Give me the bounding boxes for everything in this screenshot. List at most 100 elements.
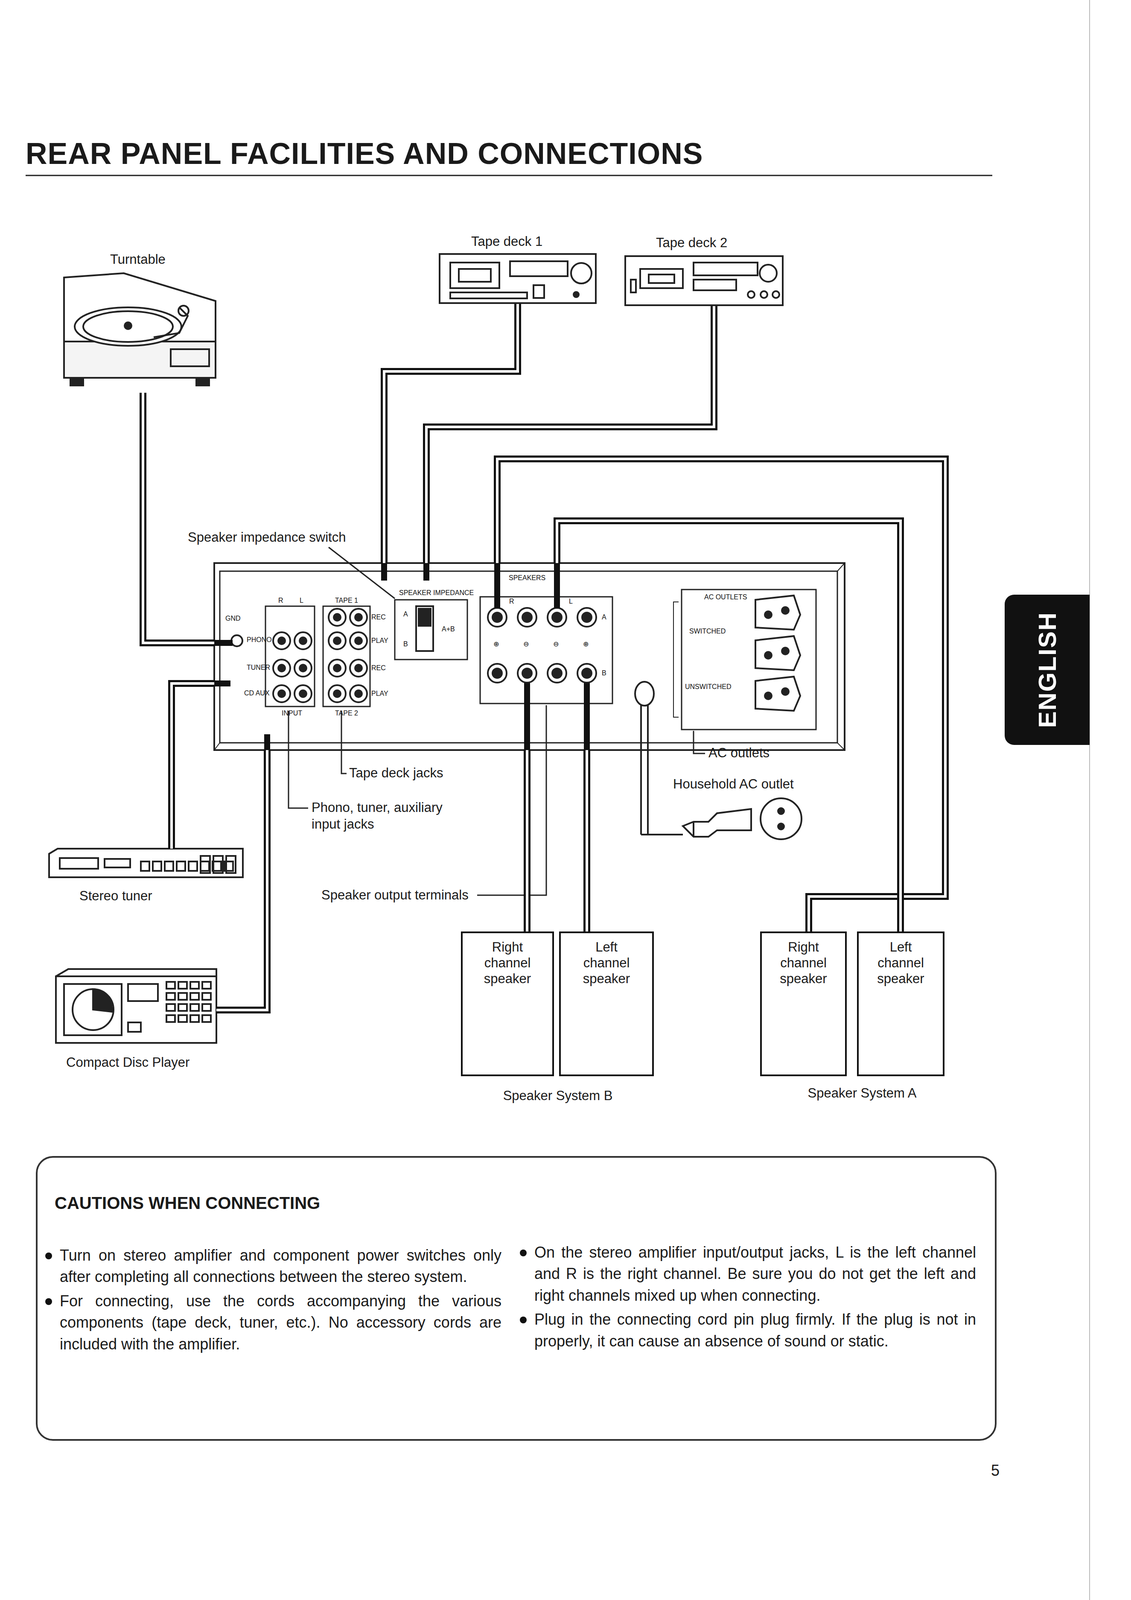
panel-marking: TAPE 1 (335, 596, 359, 605)
panel-marking: B (403, 640, 409, 648)
caution-heading: CAUTIONS WHEN CONNECTING (54, 1192, 321, 1213)
cord-outline (216, 749, 268, 1010)
wire-stubs (423, 562, 430, 581)
rca-jack (349, 632, 368, 650)
panel-marking: ⊕ (582, 640, 589, 648)
cd-player-drawing (55, 968, 217, 1043)
panel-marking: PLAY (371, 689, 389, 698)
ac-outlets-drawing (755, 676, 801, 711)
tape-deck-2-drawing (625, 256, 783, 306)
power-cord-and-plug (760, 798, 802, 840)
rca-jack (294, 659, 312, 677)
tape-deck-2-drawing (625, 256, 783, 306)
turntable-drawing (196, 377, 210, 386)
cd-button (190, 1014, 199, 1022)
panel-marking: L (299, 596, 304, 605)
panel-marking: ⊖ (553, 640, 559, 648)
cord-core (171, 683, 215, 849)
speaker-label: Left channel speaker (560, 938, 653, 987)
speaker-box: Right channel speaker (460, 931, 554, 1076)
amplifier-rear-panel (480, 596, 613, 704)
cord-outline (497, 458, 946, 932)
turntable-drawing (153, 307, 188, 338)
device-label: Tape deck 2 (655, 234, 728, 251)
page-edge-line (1089, 0, 1091, 1600)
tape-deck-1-drawing (450, 262, 500, 289)
speaker-terminal-post (492, 612, 502, 622)
tape-deck-1-drawing (510, 261, 568, 277)
cd-player-drawing (72, 988, 114, 1030)
panel-marking: B (601, 669, 607, 677)
rca-jack (294, 685, 312, 703)
tape-deck-2-drawing (693, 279, 737, 291)
tape-deck-1-drawing (439, 253, 596, 304)
rca-jack (349, 608, 368, 626)
rca-jack-pin (355, 637, 362, 645)
speaker-terminal-post (582, 668, 592, 678)
rca-jack (273, 632, 291, 650)
cd-button (166, 992, 175, 1000)
speaker-terminal (577, 663, 597, 683)
device-label: Tape deck 1 (471, 233, 543, 250)
cd-button (202, 1003, 211, 1011)
bullet-dot (45, 1297, 53, 1305)
cord-core (525, 749, 529, 932)
tape-deck-2-drawing (693, 262, 758, 276)
ac-outlets-drawing (781, 647, 789, 655)
leader-lines (341, 710, 347, 774)
rca-jack (328, 659, 346, 677)
callout-label: Speaker impedance switch (187, 529, 346, 546)
cord-outline (556, 520, 901, 932)
panel-marking: GND (225, 614, 241, 623)
power-cord-and-plug (635, 681, 654, 706)
panel-marking: ⊕ (493, 640, 499, 648)
cord-core (497, 458, 946, 932)
panel-marking: SPEAKER IMPEDANCE (399, 588, 474, 597)
turntable-drawing (70, 377, 84, 386)
cd-player-drawing (55, 968, 217, 977)
panel-marking: R (509, 597, 515, 606)
callout-label: Speaker System B (503, 1087, 613, 1105)
speaker-terminal (487, 663, 507, 683)
panel-marking: A+B (441, 625, 455, 633)
device-label: Compact Disc Player (66, 1054, 190, 1070)
speaker-terminal (517, 607, 537, 627)
amplifier-rear-panel (837, 562, 845, 572)
cd-player-drawing (93, 988, 112, 1012)
stereo-tuner-drawing (49, 848, 243, 878)
stereo-tuner-drawing (59, 857, 99, 869)
rca-jack-pin (355, 664, 362, 672)
wire-stubs (524, 682, 531, 750)
amplifier-rear-panel (214, 742, 220, 750)
tape-deck-1-drawing (571, 262, 592, 284)
rca-jack-pin (299, 690, 307, 697)
cord-core (216, 749, 268, 1010)
callout-label: Household AC outlet (673, 775, 794, 793)
power-cord-and-plug (635, 681, 802, 840)
connecting-cord (586, 749, 588, 932)
cd-button (166, 1003, 175, 1011)
amplifier-rear-panel (394, 599, 468, 660)
tape-deck-2-drawing (648, 274, 675, 283)
ac-outlets-drawing (755, 635, 801, 671)
rca-jack-pin (333, 613, 341, 621)
panel-marking: SWITCHED (689, 627, 726, 636)
tape-deck-2-drawing (630, 279, 636, 293)
wire-stubs (494, 562, 501, 608)
ac-outlets-drawing (673, 601, 679, 718)
tape-deck-2-drawing (747, 291, 755, 298)
tuner-button (213, 855, 223, 873)
panel-marking: AC OUTLETS (704, 593, 747, 601)
stereo-tuner-drawing (104, 858, 131, 868)
tape-deck-2-drawing (772, 291, 780, 298)
panel-marking: A (601, 613, 607, 621)
speaker-terminal-post (582, 612, 592, 622)
amplifier-rear-panel (214, 562, 845, 750)
tuner-button (140, 861, 150, 871)
cord-core (142, 392, 215, 643)
page-title: REAR PANEL FACILITIES AND CONNECTIONS (25, 135, 703, 172)
cd-button (202, 992, 211, 1000)
ac-outlets-drawing (764, 692, 772, 700)
amplifier-panel: GNDRLPHONOTUNERCD AUXINPUTTAPE 1RECPLAYR… (214, 562, 845, 750)
speaker-terminal (547, 607, 567, 627)
